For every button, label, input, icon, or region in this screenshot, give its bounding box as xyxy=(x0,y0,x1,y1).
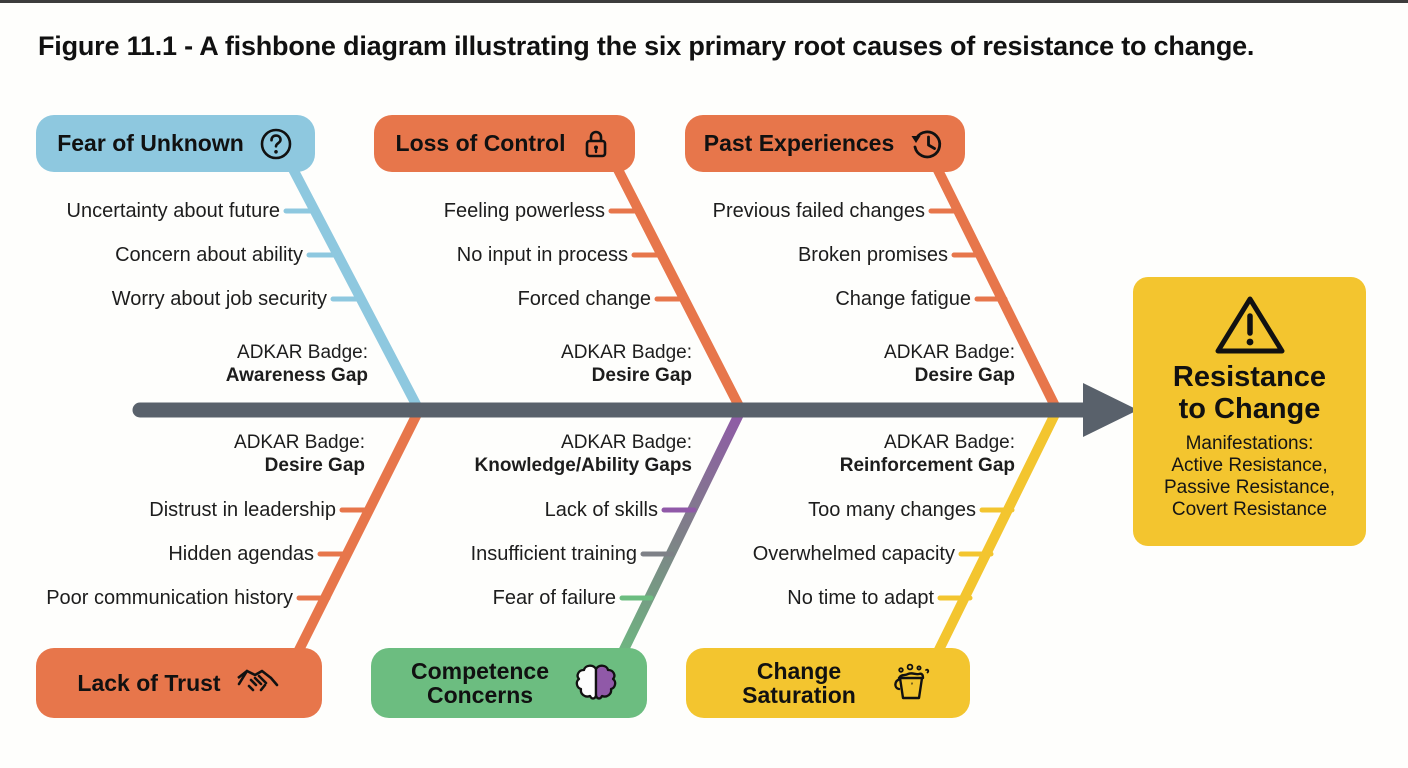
bone-loss-of-control xyxy=(603,145,747,417)
cause-label: Concern about ability xyxy=(115,244,303,266)
adkar-badge: ADKAR Badge: Desire Gap xyxy=(234,432,365,476)
brain-icon xyxy=(574,663,618,703)
bone-competence-concerns xyxy=(610,403,747,673)
adkar-badge: ADKAR Badge: Desire Gap xyxy=(561,342,692,386)
cause-label: Poor communication history xyxy=(46,587,293,609)
cause-label: Feeling powerless xyxy=(443,200,605,222)
adkar-badge: ADKAR Badge: Knowledge/Ability Gaps xyxy=(474,432,692,476)
cause-label: Broken promises xyxy=(797,244,948,266)
category-label: Loss of Control xyxy=(395,130,566,157)
category-box-loss-of-control: Loss of Control xyxy=(374,115,635,172)
category-label: Lack of Trust xyxy=(77,669,221,696)
category-label: Change Saturation xyxy=(742,657,856,708)
cause-label: No time to adapt xyxy=(787,587,934,609)
figure-caption: Figure 11.1 - A fishbone diagram illustr… xyxy=(38,31,1255,61)
bone-change-saturation xyxy=(925,403,1063,673)
category-label: Fear of Unknown xyxy=(57,130,244,157)
cause-label: No input in process xyxy=(456,244,628,266)
cause-label: Insufficient training xyxy=(470,543,637,565)
cause-label: Previous failed changes xyxy=(712,200,925,222)
scan-edge-artifact xyxy=(0,0,1408,3)
cause-label: Hidden agendas xyxy=(168,543,314,565)
effect-box-resistance-to-change: Resistance to Change Manifestations: Act… xyxy=(1133,277,1366,546)
category-label: Past Experiences xyxy=(703,130,895,157)
bone-fear-of-unknown xyxy=(278,145,425,417)
category-box-change-saturation: Change Saturation xyxy=(686,648,970,718)
handshake-icon xyxy=(235,664,281,702)
cause-label: Fear of failure xyxy=(492,587,616,609)
cause-label: Lack of skills xyxy=(544,499,658,521)
adkar-badge: ADKAR Badge: Reinforcement Gap xyxy=(839,432,1015,476)
cause-label: Too many changes xyxy=(808,499,976,521)
adkar-badge: ADKAR Badge: Awareness Gap xyxy=(225,342,368,386)
cause-label: Change fatigue xyxy=(835,288,971,310)
category-box-competence-concerns: Competence Concerns xyxy=(371,648,647,718)
cause-label: Forced change xyxy=(517,288,651,310)
overflowing-bucket-icon xyxy=(888,662,932,704)
cause-label: Uncertainty about future xyxy=(66,200,280,222)
cause-label: Distrust in leadership xyxy=(149,499,336,521)
category-box-fear-of-unknown: Fear of Unknown xyxy=(36,115,315,172)
effect-manifestations: Manifestations: Active Resistance, Passi… xyxy=(1163,432,1336,520)
category-label: Competence Concerns xyxy=(410,657,550,708)
lock-icon xyxy=(579,126,613,162)
spine-arrowhead xyxy=(1083,383,1138,437)
category-box-lack-of-trust: Lack of Trust xyxy=(36,648,322,718)
question-circle-icon xyxy=(258,126,294,162)
category-box-past-experiences: Past Experiences xyxy=(685,115,965,172)
adkar-badge: ADKAR Badge: Desire Gap xyxy=(884,342,1015,386)
cause-label: Worry about job security xyxy=(111,288,327,310)
warning-triangle-icon xyxy=(1211,293,1289,357)
effect-title: Resistance to Change xyxy=(1172,361,1327,426)
bone-past-experiences xyxy=(923,145,1063,417)
cause-label: Overwhelmed capacity xyxy=(752,543,955,565)
history-clock-icon xyxy=(908,126,946,162)
bone-lack-of-trust xyxy=(285,403,425,673)
